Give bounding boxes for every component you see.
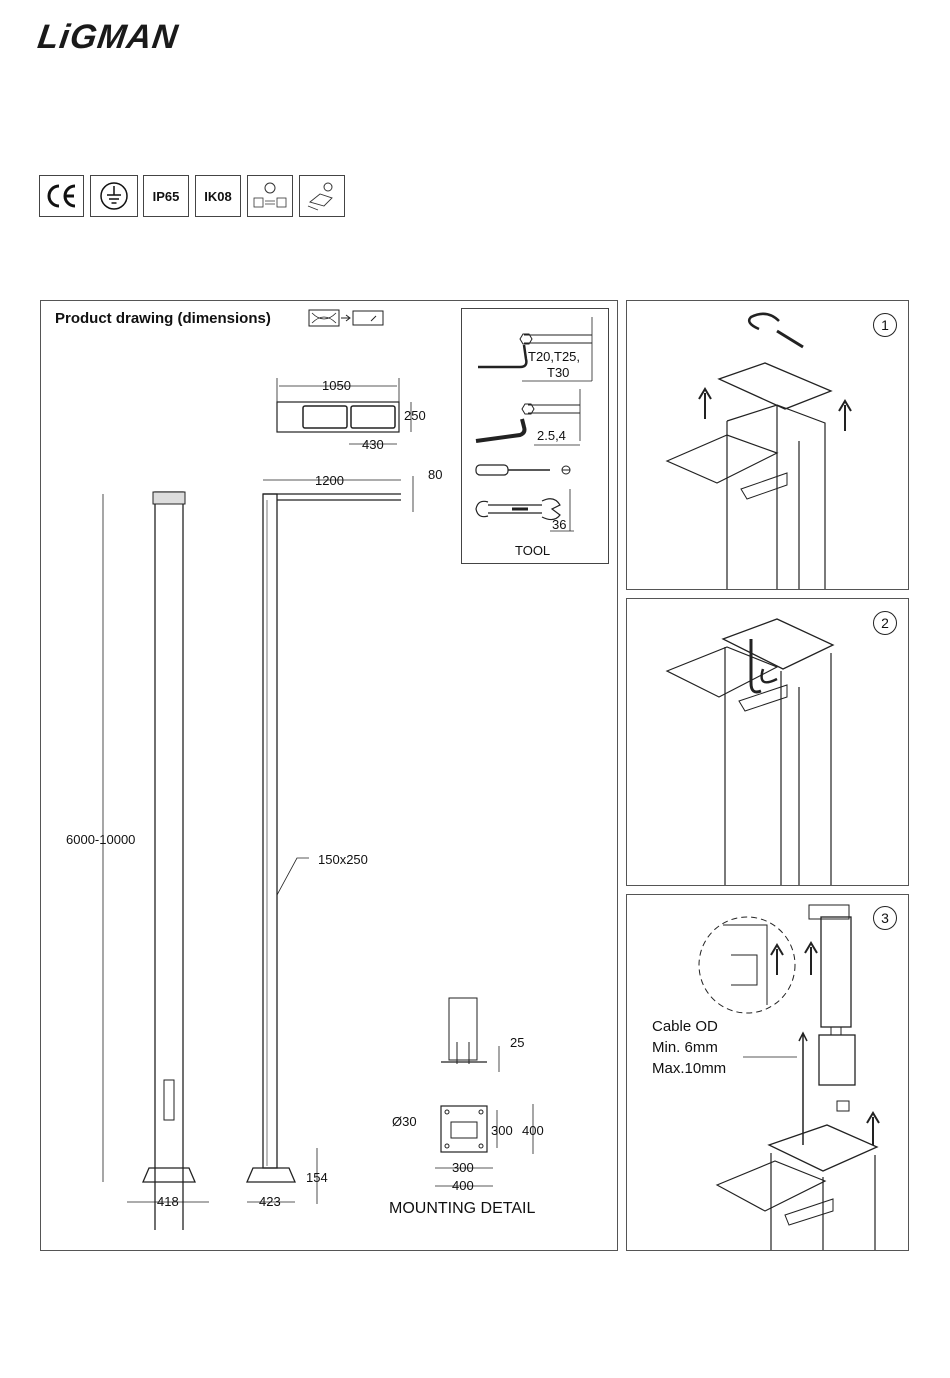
cable-max-label: Max.10mm [652,1059,726,1079]
head-length-dim: 1050 [322,378,351,393]
step-1-illustration [627,301,908,589]
brand-logo: LiGMAN [35,18,181,57]
arm-height-dim: 80 [428,467,442,482]
ce-mark-icon [39,175,84,217]
base-height-dim: 154 [306,1170,328,1185]
drawing-title: Product drawing (dimensions) [55,310,271,327]
base-front-dim: 418 [157,1194,179,1209]
base-side-dim: 423 [259,1194,281,1209]
pole-height-dim: 6000-10000 [66,832,135,847]
outer-size-dim: 400 [522,1123,544,1138]
pole-drawing [41,330,601,1230]
head-width-dim: 250 [404,408,426,423]
bolt-projection-dim: 25 [510,1035,524,1050]
ik-rating-badge: IK08 [195,175,241,217]
outer-width-dim: 400 [452,1178,474,1193]
handling-icon [299,175,345,217]
inner-width-dim: 300 [452,1160,474,1175]
head-offset-dim: 430 [362,437,384,452]
protective-earth-icon [90,175,138,217]
inner-size-dim: 300 [491,1123,513,1138]
step-2-illustration [627,599,908,885]
arm-length-dim: 1200 [315,473,344,488]
pole-section-dim: 150x250 [318,852,368,867]
luminaire-maintenance-icon [247,175,293,217]
hole-dia-dim: Ø30 [392,1114,417,1129]
cable-od-label: Cable OD [652,1017,718,1037]
cable-min-label: Min. 6mm [652,1038,718,1058]
installation-option-icon [308,307,384,329]
ip-rating-badge: IP65 [143,175,189,217]
mounting-detail-heading: MOUNTING DETAIL [389,1200,535,1218]
